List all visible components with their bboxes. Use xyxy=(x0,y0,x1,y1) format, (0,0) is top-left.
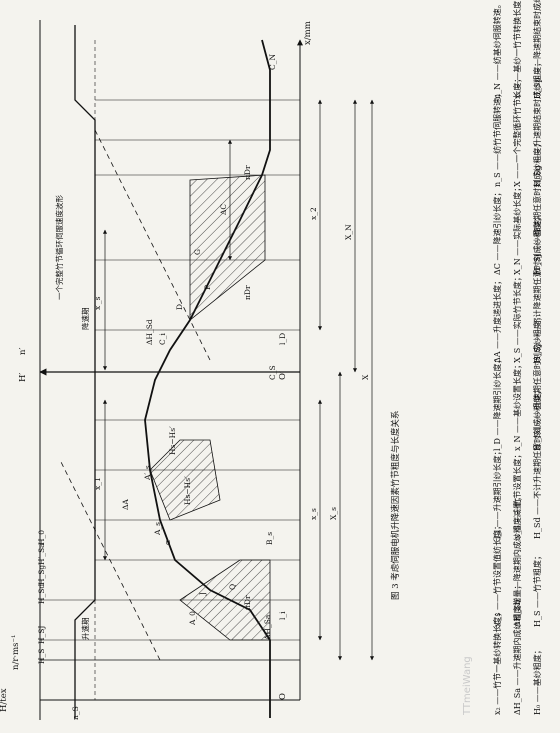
legend-entry: x_N ——基纱设置长度； xyxy=(512,361,522,451)
label-o: O xyxy=(278,693,288,700)
label-hs: H_S xyxy=(37,649,46,664)
legend-entry: ΔH_Sb ——降速期内成纱粗度减量； xyxy=(512,493,522,627)
label-hsg: H_Sg xyxy=(37,565,46,585)
legend-entry: H_Sj ——不计降速期任意时刻成纱粗度； xyxy=(532,214,542,363)
label-d: D xyxy=(175,304,184,310)
legend-entry: X_S ——实际竹节长度； xyxy=(512,273,522,363)
label-xs: x_s xyxy=(309,508,318,520)
speed-waveform xyxy=(74,25,96,718)
legend-entry: H′_Sj ——降速期任意时刻成纱粗度； xyxy=(532,140,542,275)
legend-entry: H′_Sd ——升速期任意时刻成纱粗度； xyxy=(532,313,542,451)
axis-n-rms: n/r·ms⁻¹ xyxy=(11,635,21,670)
label-x-prime-s: x′_s xyxy=(93,296,102,310)
watermark: TTmeiWang xyxy=(462,656,473,716)
label-hsd: H_Sd xyxy=(37,584,46,604)
label-cycle-wave: 一个完整竹节循环伺服速度波形 xyxy=(54,195,64,300)
label-p: P xyxy=(203,285,212,290)
legend-entry: l_D ——降速期引纱长度； xyxy=(492,355,502,451)
legend-entry: x₂ ——竹节一基纱转换长度； xyxy=(492,609,502,715)
label-pi-dr-1: πDr xyxy=(243,595,252,610)
legend-entry: ΔC ——降速引纱长度； xyxy=(492,189,502,275)
label-pi-dr-2: πDr xyxy=(243,285,252,300)
label-g: G xyxy=(193,249,202,255)
label-x-total: X xyxy=(361,374,370,380)
label-h0: H_0 xyxy=(37,530,46,545)
legend-entry: H_Sg ——升速期结束时成纱粗度； xyxy=(532,59,542,187)
legend-entry: n_N ——纺基纱伺服转速。 xyxy=(492,0,502,99)
label-hh-bot: Hs−Hs′ xyxy=(183,476,192,505)
label-j: J xyxy=(198,592,207,596)
axis-n-prime: n′ xyxy=(18,348,28,355)
label-delta-hsd: ΔH_Sd xyxy=(145,319,154,345)
legend-entry: ΔA ——升度递进长度； xyxy=(492,277,502,363)
legend-entry: H₀ ——基纱粗度； xyxy=(532,646,542,715)
label-delta-c: ΔC xyxy=(219,204,228,215)
label-o-prime: O′ xyxy=(278,371,288,380)
label-xn-big: X_N xyxy=(344,224,353,240)
label-x2: x_2 xyxy=(309,207,318,220)
dashed-diagonal-2 xyxy=(94,129,211,361)
label-delta-hsa: ΔH_Sa xyxy=(263,614,272,640)
legend-entry: H_S ——竹节粗度； xyxy=(532,552,542,627)
legend-entry: H_Sd ——不计升速期任意时刻成纱粗度； xyxy=(532,387,542,539)
legend-entry: X_N ——实际基纱长度； xyxy=(512,184,522,275)
label-li: l_i xyxy=(278,611,287,620)
label-speed-down: 降速期 xyxy=(80,308,90,331)
legend-entry: l_i ——升速期引纱长度； xyxy=(492,447,502,539)
label-hsj: H_SJ xyxy=(37,626,46,644)
label-hh-top: Hs−Hs′ xyxy=(168,426,177,455)
legend-entry: ΔH_Sa ——升速期内成纱粗度增量； xyxy=(512,581,522,715)
label-speed-up: 升速期 xyxy=(81,618,90,641)
label-as: A_s xyxy=(153,522,162,536)
label-ci: C_i xyxy=(158,333,167,345)
label-x1: x_1 xyxy=(93,477,102,490)
label-cs: C_S xyxy=(268,365,277,380)
label-xs-big: X_s xyxy=(329,507,338,520)
label-a-prime-s: A′_s xyxy=(143,465,152,481)
hatched-region-upper xyxy=(189,174,266,321)
axis-x-mm: x/mm xyxy=(303,21,313,45)
axis-h-prime: H′ xyxy=(18,373,28,382)
label-delta-a: ΔA xyxy=(121,499,130,510)
legend-entry: n_S ——纺竹节伺服转速； xyxy=(492,90,502,187)
rotated-labels: n_S H_S H_SJ H_Sd H_Sg H′_Sa H_0 O O′ C_… xyxy=(37,54,370,720)
label-cn: C_N xyxy=(268,54,277,70)
legend-entry: H_Sp ——降速期结束时成纱粗度； xyxy=(532,0,542,99)
label-ld: l_D xyxy=(278,333,287,345)
legend: H₀ ——基纱粗度； H_S ——竹节粗度； H_Sd ——不计升速期任意时刻成纱粗… xyxy=(492,0,542,715)
label-a0: A_0 xyxy=(188,611,197,626)
legend-entry: x_S ——竹节设置长度； xyxy=(512,450,522,539)
label-pi-dr-3: πDr xyxy=(243,165,252,180)
legend-entry: x₁ ——基纱一竹节转换长度； xyxy=(512,0,522,99)
figure-caption: 图 3 考虑伺服电机升降速因素竹节粗度与长度关系 xyxy=(390,411,401,600)
label-hsa: H′_Sa xyxy=(37,543,46,565)
label-alpha: α xyxy=(163,540,172,545)
label-ns: n_S xyxy=(71,706,80,720)
label-bs: B_s xyxy=(265,532,274,545)
legend-entry: X ——一个完整循环竹节长度； xyxy=(512,75,522,187)
axis-h-tex: H/tex xyxy=(0,688,9,712)
label-q: Q xyxy=(228,584,237,590)
legend-entry: x′_s ——竹节设置值纺长度； xyxy=(492,522,502,627)
